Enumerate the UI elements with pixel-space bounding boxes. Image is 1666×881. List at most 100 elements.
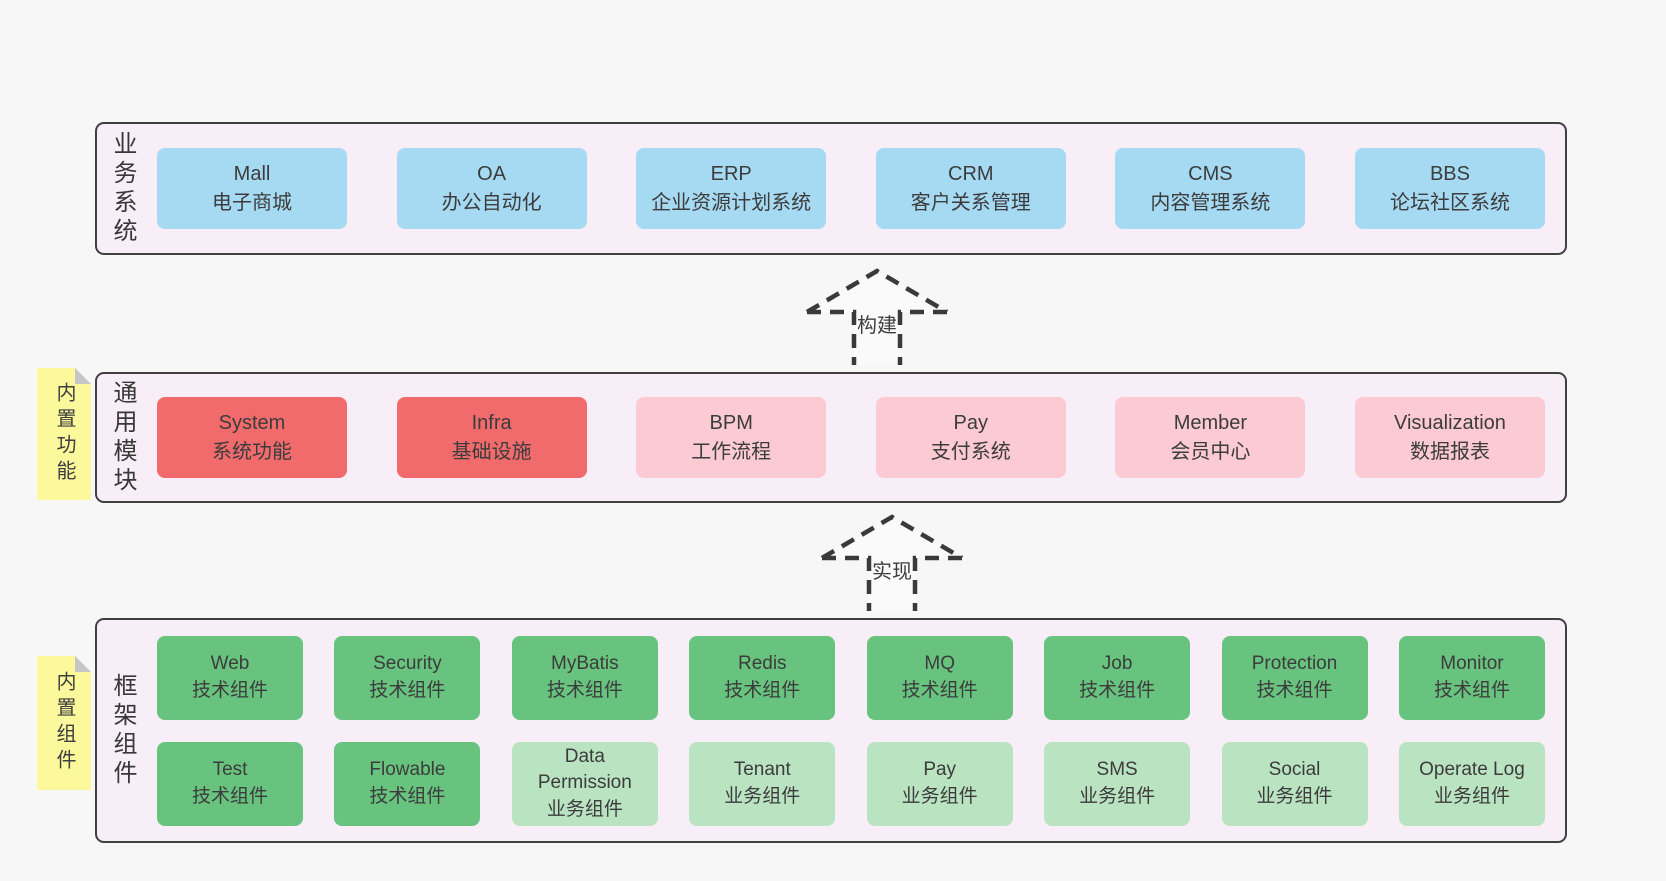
implement-arrow-fill: [822, 517, 962, 611]
folded-corner-icon: [75, 368, 91, 384]
box-redis-subtitle: 技术组件: [724, 679, 801, 701]
build-arrow: 构建: [805, 268, 949, 365]
box-mybatis-title: MyBatis: [551, 652, 619, 674]
box-social: Social 业务组件: [1221, 741, 1368, 826]
box-operate-log: Operate Log 业务组件: [1398, 741, 1545, 826]
box-tenant: Tenant 业务组件: [689, 741, 836, 826]
layer-label-column: 通用模块: [97, 374, 147, 501]
box-oa-title: OA: [477, 162, 507, 185]
box-protection-subtitle: 技术组件: [1256, 679, 1333, 701]
box-pay-module-subtitle: 支付系统: [930, 440, 1011, 463]
box-data-permission: Data Permission 业务组件: [511, 741, 658, 826]
box-infra-title: Infra: [471, 411, 512, 434]
box-test-title: Test: [212, 758, 248, 780]
box-cms-title: CMS: [1188, 162, 1233, 185]
box-crm: CRM 客户关系管理: [875, 148, 1066, 229]
box-member-title: Member: [1173, 411, 1248, 434]
box-job-subtitle: 技术组件: [1079, 679, 1156, 701]
box-test-subtitle: 技术组件: [191, 785, 268, 807]
box-web: Web 技术组件: [157, 635, 303, 720]
box-pay-module-title: Pay: [953, 411, 989, 434]
box-crm-subtitle: 客户关系管理: [910, 191, 1031, 214]
implement-arrow-label: 实现: [872, 560, 912, 583]
box-visualization-title: Visualization: [1394, 411, 1506, 434]
implement-arrow: 实现: [820, 514, 964, 611]
box-pay-component-title: Pay: [923, 758, 957, 780]
box-social-subtitle: 业务组件: [1256, 785, 1333, 807]
box-mq: MQ 技术组件: [866, 635, 1013, 720]
box-web-title: Web: [210, 652, 250, 674]
box-infra-subtitle: 基础设施: [451, 440, 532, 463]
box-mall-subtitle: 电子商城: [212, 191, 292, 214]
box-mq-title: MQ: [924, 652, 955, 674]
box-cms-subtitle: 内容管理系统: [1150, 191, 1271, 214]
box-crm-title: CRM: [948, 162, 994, 185]
sticky-builtin-features-label: 内置功能: [53, 382, 75, 486]
box-system-subtitle: 系统功能: [212, 440, 292, 463]
box-visualization: Visualization 数据报表: [1354, 397, 1545, 478]
box-monitor-subtitle: 技术组件: [1433, 679, 1510, 701]
layer-framework-components: 框架组件 Web 技术组件 Security 技术组件 MyBatis 技术组件…: [95, 618, 1567, 843]
box-erp-subtitle: 企业资源计划系统: [651, 191, 812, 214]
box-bbs-subtitle: 论坛社区系统: [1389, 191, 1510, 214]
box-sms-subtitle: 业务组件: [1079, 785, 1156, 807]
layer-label-column: 框架组件: [97, 620, 147, 841]
box-mall: Mall 电子商城: [157, 148, 347, 229]
box-operate-log-title: Operate Log: [1419, 758, 1525, 780]
box-monitor: Monitor 技术组件: [1398, 635, 1545, 720]
box-flowable-subtitle: 技术组件: [369, 785, 446, 807]
box-flowable: Flowable 技术组件: [334, 741, 481, 826]
box-mq-subtitle: 技术组件: [901, 679, 978, 701]
box-cms: CMS 内容管理系统: [1115, 148, 1306, 229]
box-protection: Protection 技术组件: [1221, 635, 1368, 720]
layer-common-modules-label: 通用模块: [109, 379, 136, 496]
box-data-permission-title: Data Permission: [537, 745, 632, 794]
box-member-subtitle: 会员中心: [1170, 440, 1251, 463]
box-tenant-title: Tenant: [733, 758, 791, 780]
box-flowable-title: Flowable: [369, 758, 446, 780]
box-infra: Infra 基础设施: [396, 397, 587, 478]
box-monitor-title: Monitor: [1440, 652, 1504, 674]
box-social-title: Social: [1268, 758, 1321, 780]
sticky-note-builtin-components: 内置组件: [37, 656, 91, 790]
box-bpm-subtitle: 工作流程: [691, 440, 772, 463]
box-job: Job 技术组件: [1044, 635, 1191, 720]
box-job-title: Job: [1101, 652, 1133, 674]
box-sms-title: SMS: [1096, 758, 1138, 780]
box-erp-title: ERP: [710, 162, 752, 185]
implement-arrow-outline: [820, 514, 964, 611]
box-visualization-subtitle: 数据报表: [1409, 440, 1490, 463]
box-security: Security 技术组件: [334, 635, 481, 720]
box-bpm-title: BPM: [709, 411, 753, 434]
layer-framework-components-label: 框架组件: [109, 672, 136, 789]
folded-corner-icon: [75, 656, 91, 672]
box-bpm: BPM 工作流程: [636, 397, 827, 478]
box-bbs-title: BBS: [1429, 162, 1470, 185]
box-pay-component: Pay 业务组件: [866, 741, 1013, 826]
box-pay-module: Pay 支付系统: [875, 397, 1066, 478]
box-security-subtitle: 技术组件: [369, 679, 446, 701]
box-oa: OA 办公自动化: [396, 148, 587, 229]
layer-common-modules: 通用模块 System 系统功能 Infra 基础设施 BPM 工作流程 Pay…: [95, 372, 1567, 503]
box-tenant-subtitle: 业务组件: [724, 785, 801, 807]
build-arrow-outline: [805, 268, 949, 365]
layer-label-column: 业务系统: [97, 124, 147, 253]
sticky-note-builtin-features: 内置功能: [37, 368, 91, 500]
box-data-permission-subtitle: 业务组件: [546, 798, 623, 820]
box-oa-subtitle: 办公自动化: [441, 191, 542, 214]
box-test: Test 技术组件: [157, 741, 303, 826]
box-web-subtitle: 技术组件: [191, 679, 268, 701]
box-operate-log-subtitle: 业务组件: [1433, 785, 1510, 807]
box-erp: ERP 企业资源计划系统: [636, 148, 827, 229]
box-system-title: System: [218, 411, 286, 434]
layer-business-systems: 业务系统 Mall 电子商城 OA 办公自动化 ERP 企业资源计划系统 CRM…: [95, 122, 1567, 255]
box-mybatis: MyBatis 技术组件: [511, 635, 658, 720]
common-modules-box-row: System 系统功能 Infra 基础设施 BPM 工作流程 Pay 支付系统…: [147, 374, 1565, 501]
sticky-builtin-components-label: 内置组件: [53, 671, 75, 775]
framework-components-rows: Web 技术组件 Security 技术组件 MyBatis 技术组件 Redi…: [147, 620, 1565, 841]
layer-business-systems-label: 业务系统: [109, 130, 136, 247]
box-mall-title: Mall: [233, 162, 271, 185]
build-arrow-fill: [807, 271, 947, 365]
box-sms: SMS 业务组件: [1044, 741, 1191, 826]
box-mybatis-subtitle: 技术组件: [546, 679, 623, 701]
